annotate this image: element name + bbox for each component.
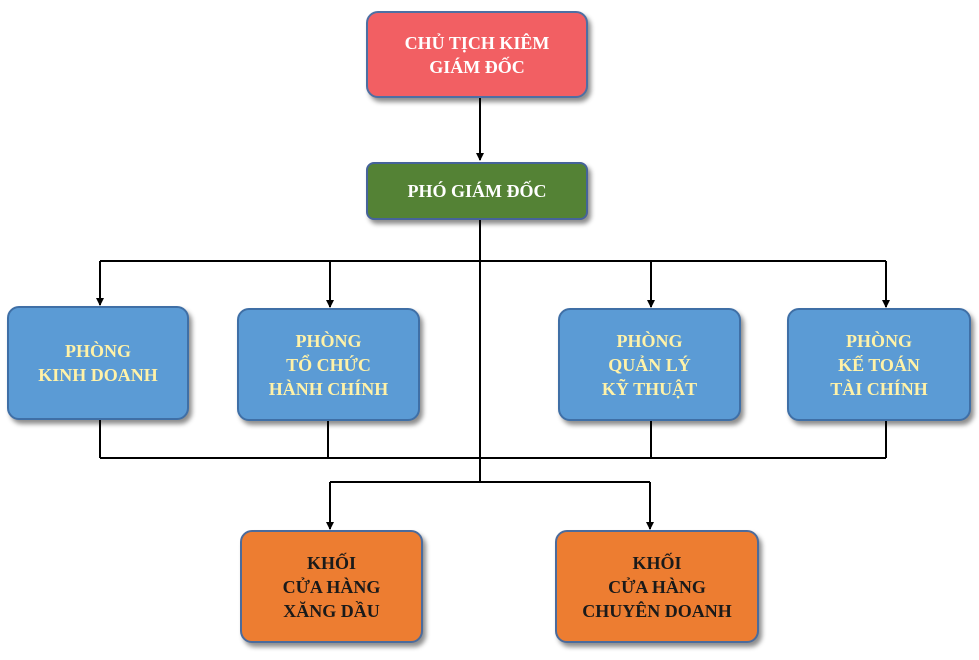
block-specialized-line1: KHỐI [632, 552, 682, 573]
department-technical-line1: PHÒNG [616, 330, 683, 351]
block-specialized-line2: CỬA HÀNG [608, 576, 706, 597]
department-accounting-line1: PHÒNG [846, 330, 912, 351]
department-admin-line2: TỔ CHỨC [286, 354, 371, 375]
chairman-box: CHỦ TỊCH KIÊM GIÁM ĐỐC [366, 11, 588, 98]
block-petroleum-line1: KHỐI [306, 552, 356, 573]
department-technical-line3: KỸ THUẬT [601, 378, 698, 399]
department-admin-line1: PHÒNG [295, 330, 362, 351]
department-sales-line2: KINH DOANH [38, 365, 158, 385]
block-specialized-box: KHỐI CỬA HÀNG CHUYÊN DOANH [555, 530, 759, 643]
department-technical-box: PHÒNG QUẢN LÝ KỸ THUẬT [558, 308, 741, 421]
department-accounting-line2: KẾ TOÁN [838, 354, 920, 375]
block-petroleum-line2: CỬA HÀNG [282, 576, 381, 597]
department-technical-line2: QUẢN LÝ [608, 354, 691, 375]
chairman-title-line2: GIÁM ĐỐC [429, 56, 525, 77]
chairman-title-line1: CHỦ TỊCH KIÊM [404, 32, 550, 53]
department-accounting-line3: TÀI CHÍNH [830, 378, 928, 399]
block-petroleum-line3: XĂNG DẦU [283, 600, 380, 621]
department-admin-line3: HÀNH CHÍNH [268, 378, 389, 399]
department-admin-box: PHÒNG TỔ CHỨC HÀNH CHÍNH [237, 308, 420, 421]
vice-director-box: PHÓ GIÁM ĐỐC [366, 162, 588, 220]
block-petroleum-box: KHỐI CỬA HÀNG XĂNG DẦU [240, 530, 423, 643]
department-accounting-box: PHÒNG KẾ TOÁN TÀI CHÍNH [787, 308, 971, 421]
department-sales-box: PHÒNG KINH DOANH [7, 306, 189, 420]
department-sales-line1: PHÒNG [65, 341, 131, 361]
vice-director-title: PHÓ GIÁM ĐỐC [407, 181, 547, 201]
block-specialized-line3: CHUYÊN DOANH [582, 600, 732, 621]
